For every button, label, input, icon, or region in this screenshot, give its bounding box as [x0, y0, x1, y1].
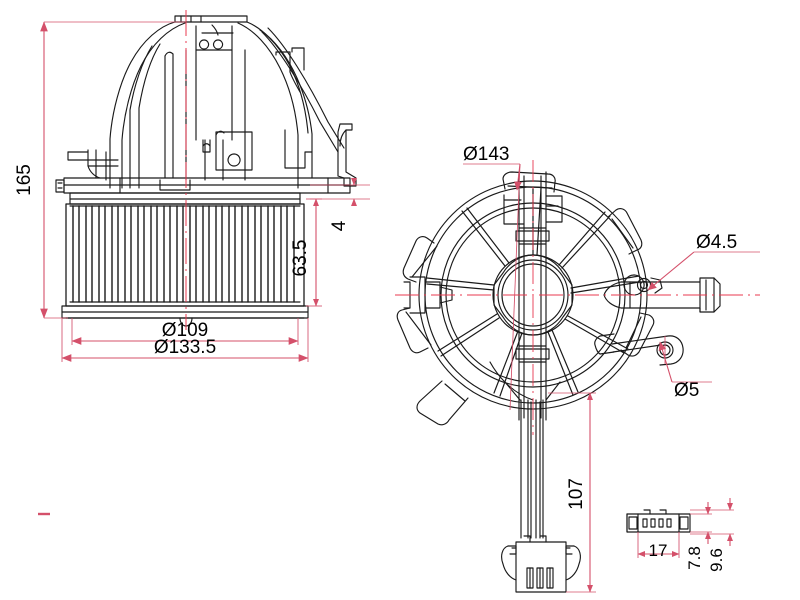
- dim-mount-hole: [647, 251, 760, 291]
- dim-label-connector-height-a: 7.8: [685, 546, 704, 570]
- dim-harness-length: [548, 392, 596, 593]
- dim-label-flange-thickness: 4: [329, 220, 350, 231]
- connector-detail: [626, 509, 691, 533]
- dim-tab-hole: [658, 336, 712, 383]
- dim-connector-height-a: [690, 502, 712, 544]
- motor-housing: [55, 15, 357, 194]
- dimension-text-layer: 165 4 63.5 Ø109 Ø133.5 Ø143 Ø4.5 Ø5 107 …: [14, 144, 737, 572]
- dim-flange-diameter: [61, 318, 309, 362]
- dim-wheel-height: [306, 198, 322, 307]
- dim-label-wheel-height: 63.5: [290, 240, 311, 277]
- dim-label-connector-width: 17: [649, 541, 668, 560]
- dim-label-flange-diameter: Ø133.5: [154, 337, 216, 358]
- wire-harness: [520, 399, 544, 539]
- dim-flange-thickness: [310, 177, 370, 207]
- dim-label-overall-height: 165: [14, 164, 35, 196]
- dim-connector-height-b: [690, 498, 734, 546]
- dim-overall-height: [40, 21, 186, 319]
- rim-tabs: [396, 171, 655, 426]
- dim-label-mount-hole: Ø4.5: [696, 232, 737, 253]
- dim-wheel-diameter: [71, 318, 299, 345]
- dim-label-harness-length: 107: [566, 478, 587, 510]
- dim-label-fan-diameter: Ø143: [463, 144, 509, 165]
- dim-label-tab-hole: Ø5: [674, 380, 699, 401]
- dim-label-connector-height-b: 9.6: [707, 548, 726, 572]
- dim-label-wheel-diameter: Ø109: [162, 320, 208, 341]
- dim-fan-diameter: [463, 163, 522, 411]
- dim-connector-width: [637, 532, 680, 558]
